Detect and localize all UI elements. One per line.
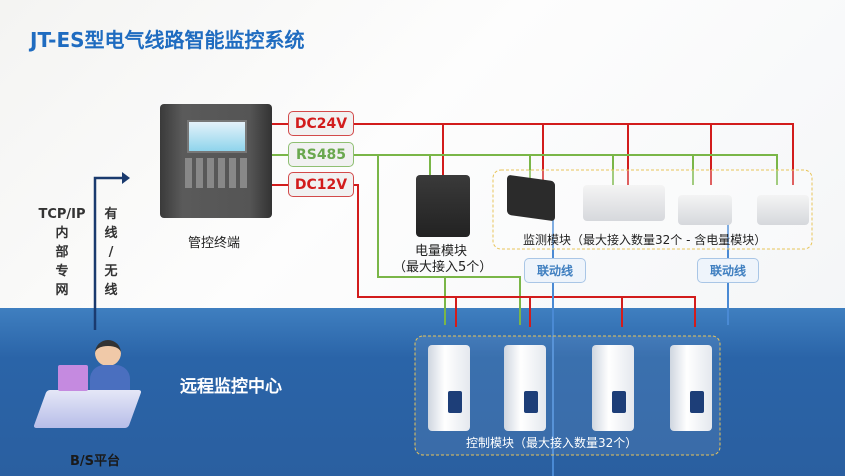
operator-illustration [33,335,150,435]
dc12-line [272,184,696,327]
monitor-modules-label: 监测模块（最大接入数量32个 - 含电量模块） [523,233,767,247]
control-module[interactable] [428,345,470,431]
linkage-tag: 联动线 [697,258,759,283]
page-title: JT-ES型电气线路智能监控系统 [30,28,305,52]
power-module-sub: （最大接入5个） [393,260,493,275]
label-char: 部 [55,245,69,260]
power-module[interactable] [416,175,470,237]
dc24v-tag: DC24V [288,111,354,136]
dc24-line [272,123,794,185]
connection-type-label: 有 线 / 无 线 [102,205,120,300]
arrow-head-icon [122,172,130,184]
label-char: 线 [104,226,118,241]
control-module[interactable] [670,345,712,431]
control-modules-label: 控制模块（最大接入数量32个） [466,436,638,450]
terminal-label: 管控终端 [188,236,241,251]
network-type-label: TCP/IP 内 部 专 网 [36,205,88,300]
person-icon [95,340,121,366]
platform-label: B/S平台 [70,454,121,469]
desk-icon [33,390,142,428]
monitoring-center-label: 远程监控中心 [180,377,282,397]
label-char: 专 [55,264,69,279]
label-char: 有 [104,207,118,222]
terminal-buttons [185,158,249,188]
dc12v-tag: DC12V [288,172,354,197]
power-module-label: 电量模块 [415,244,468,259]
label-char: 线 [104,283,118,298]
linkage-tag: 联动线 [524,258,586,283]
label-char: 网 [55,283,69,298]
label-char: 无 [104,264,118,279]
control-module[interactable] [504,345,546,431]
control-module[interactable] [592,345,634,431]
monitor-module[interactable] [507,174,555,222]
control-terminal[interactable] [160,104,272,218]
rs485-tag: RS485 [288,142,354,167]
network-arrow [93,176,122,330]
label-tcpip: TCP/IP [38,207,86,222]
label-char: 内 [55,226,69,241]
monitor-icon [58,365,88,391]
terminal-screen [187,120,247,153]
monitor-module[interactable] [678,195,732,225]
monitor-module[interactable] [583,185,665,221]
label-char: / [108,245,114,260]
monitor-module[interactable] [757,195,809,225]
control-group-box [414,335,721,456]
